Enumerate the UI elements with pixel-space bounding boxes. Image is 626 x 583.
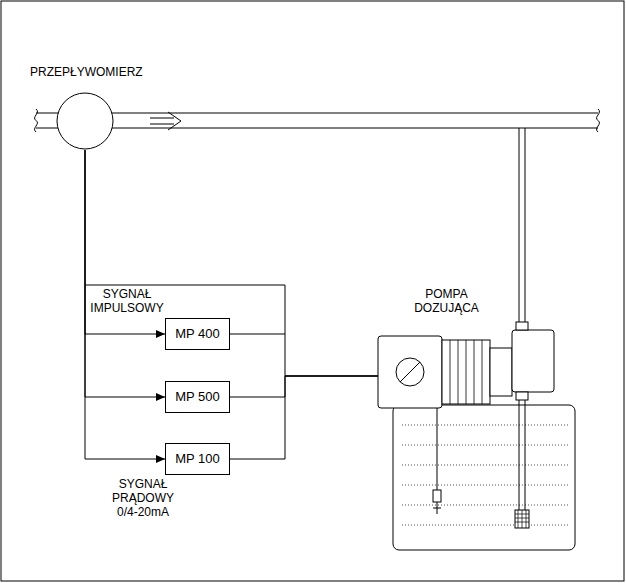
pump-dial <box>396 358 424 386</box>
node-text: MP 500 <box>169 390 226 405</box>
pipe-wall <box>36 113 598 114</box>
signal-wire <box>230 376 378 459</box>
level-sensor <box>433 502 441 514</box>
suction-tube <box>525 400 526 510</box>
pipe-wall <box>36 128 598 129</box>
pump-valve <box>516 322 528 330</box>
flowmeter: PRZEPŁYWOMIERZ <box>30 66 145 150</box>
signal-wire <box>85 150 165 334</box>
converter-box: MP 500 <box>165 381 230 413</box>
converter-box: MP 400 <box>165 318 230 350</box>
pump-head <box>512 330 554 392</box>
injection-tube <box>519 128 520 322</box>
node-text: PRZEPŁYWOMIERZ <box>30 66 145 80</box>
flow-arrow <box>150 112 181 130</box>
pump-flange <box>490 348 512 396</box>
signal-wire <box>230 334 378 376</box>
pipe-break <box>35 109 38 132</box>
pump-body <box>378 336 442 408</box>
flowmeter-symbol <box>57 93 113 149</box>
liquid-level <box>402 425 568 525</box>
level-sensor <box>433 490 441 502</box>
signal-label: SYGNAŁ PRĄDOWY 0/4-20mA <box>103 478 183 519</box>
node-text: POMPA DOZUJĄCA <box>399 288 494 316</box>
motor-fins <box>450 340 482 404</box>
signal-wire <box>85 150 165 459</box>
signal-wire <box>230 376 378 397</box>
pump-motor <box>442 340 490 404</box>
node-text: MP 100 <box>169 452 226 467</box>
dosing-pump: POMPA DOZUJĄCA <box>378 288 515 410</box>
converter-box: MP 100 <box>165 443 230 475</box>
pump-valve <box>516 392 528 400</box>
foot-valve <box>515 510 529 528</box>
tank <box>393 405 575 550</box>
pipe-break <box>597 109 600 132</box>
pump-dial <box>400 362 420 382</box>
signal-label: SYGNAŁ IMPULSOWY <box>88 288 166 316</box>
signal-bracket <box>285 285 286 334</box>
suction-tube <box>519 400 520 510</box>
level-sensor <box>437 408 438 490</box>
injection-tube <box>525 128 526 322</box>
node-text: MP 400 <box>169 327 226 342</box>
signal-wire <box>85 150 165 397</box>
signal-bracket <box>85 285 285 286</box>
foot-valve <box>515 510 529 528</box>
